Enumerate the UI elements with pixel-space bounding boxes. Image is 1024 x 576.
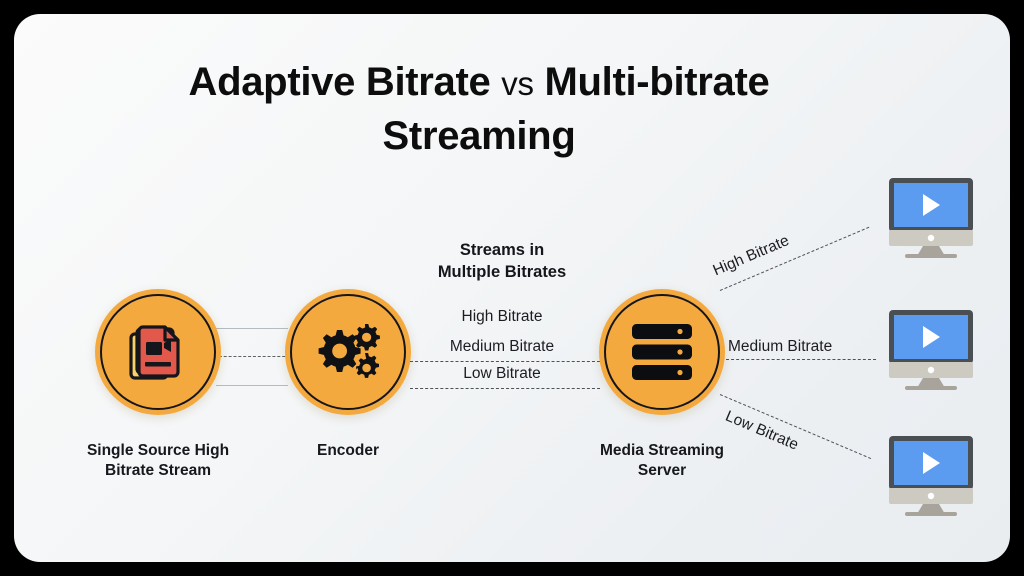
pipe-line-bottom xyxy=(216,385,288,386)
server-rack-icon xyxy=(599,289,725,415)
title-segment-adaptive: Adaptive Bitrate xyxy=(188,60,502,104)
stream-label-low: Low Bitrate xyxy=(463,365,541,382)
streams-heading-line-1: Streams in xyxy=(459,241,545,259)
stream-label-high: High Bitrate xyxy=(461,308,543,325)
node-label-single-source: Single Source High Bitrate Stream xyxy=(58,441,258,481)
output-line-medium xyxy=(726,359,876,360)
title-segment-multi: Multi-bitrate xyxy=(533,60,770,104)
gears-icon xyxy=(285,289,411,415)
stacked-video-file-icon xyxy=(95,289,221,415)
node-encoder[interactable] xyxy=(285,289,411,415)
node-label-media-streaming-server: Media Streaming Server xyxy=(557,441,767,481)
output-label-medium: Medium Bitrate xyxy=(728,338,833,355)
title-segment-streaming: Streaming xyxy=(382,114,576,158)
pipe-line-dashed xyxy=(214,356,290,357)
label-line-2: Bitrate Stream xyxy=(105,462,211,479)
label-line-1: Single Source High xyxy=(86,442,230,459)
streams-heading: Streams in Multiple Bitrates xyxy=(402,239,602,283)
stream-dashed-line-1 xyxy=(410,361,600,362)
label-line-2: Server xyxy=(637,462,687,479)
diagram-card: Adaptive Bitrate vs Multi-bitrate Stream… xyxy=(14,14,1010,562)
label-line-1: Media Streaming xyxy=(599,442,725,459)
monitor-medium-bitrate[interactable] xyxy=(883,306,979,394)
node-label-encoder: Encoder xyxy=(316,442,379,459)
streams-heading-line-2: Multiple Bitrates xyxy=(437,263,567,281)
monitor-low-bitrate[interactable] xyxy=(883,432,979,520)
output-label-high: High Bitrate xyxy=(710,232,792,280)
monitor-high-bitrate[interactable] xyxy=(883,174,979,262)
node-media-streaming-server[interactable] xyxy=(599,289,725,415)
stream-label-medium: Medium Bitrate xyxy=(449,338,555,355)
title-segment-vs: vs xyxy=(501,65,534,102)
page-title: Adaptive Bitrate vs Multi-bitrate Stream… xyxy=(84,56,874,162)
pipe-line-top xyxy=(216,328,288,329)
node-single-source[interactable] xyxy=(95,289,221,415)
stream-dashed-line-2 xyxy=(410,388,600,389)
